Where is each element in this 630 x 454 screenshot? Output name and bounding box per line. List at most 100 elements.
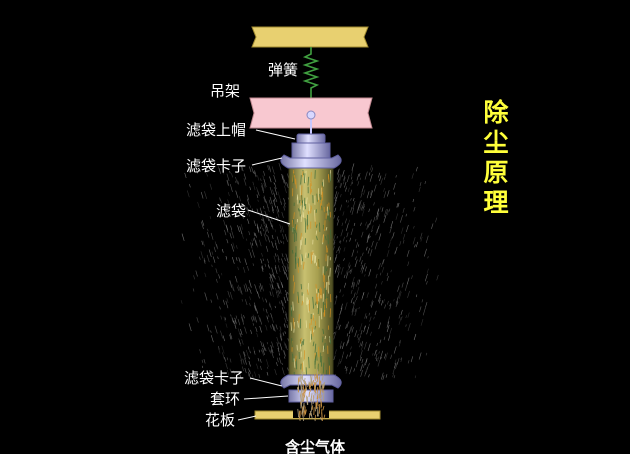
bag-fibre xyxy=(295,358,298,370)
dust-particle xyxy=(235,257,238,261)
leader-bag xyxy=(247,209,291,225)
dust-particle xyxy=(272,273,275,278)
bag-fibre xyxy=(329,308,331,318)
dust-particle xyxy=(230,225,233,231)
dust-particle xyxy=(380,178,383,185)
dust-particle xyxy=(371,225,374,230)
dust-particle xyxy=(339,267,341,271)
dust-particle xyxy=(225,256,227,259)
dust-particle xyxy=(241,232,244,239)
bag-fibre xyxy=(297,320,299,328)
dust-particle xyxy=(268,199,271,205)
dust-particle xyxy=(370,189,373,196)
dust-particle xyxy=(284,265,287,272)
dust-particle xyxy=(266,316,269,320)
gas-particle xyxy=(302,379,305,385)
dust-particle xyxy=(264,225,268,232)
bag-fibre xyxy=(304,252,307,259)
dust-particle xyxy=(278,276,281,283)
dust-particle xyxy=(206,324,210,332)
dust-particle xyxy=(378,233,382,241)
dust-particle xyxy=(378,322,381,330)
dust-particle xyxy=(285,343,288,350)
dust-particle xyxy=(281,253,284,258)
dust-particle xyxy=(252,181,255,186)
dust-particle xyxy=(263,182,266,189)
dust-particle xyxy=(283,296,287,304)
dust-particle xyxy=(380,272,382,276)
dust-particle xyxy=(402,207,405,213)
dust-particle xyxy=(378,224,381,230)
dust-particle xyxy=(400,316,403,321)
dust-particle xyxy=(420,236,423,242)
dust-particle xyxy=(246,238,248,241)
dust-particle xyxy=(361,292,365,301)
dust-particle xyxy=(284,257,286,262)
dust-particle xyxy=(351,249,355,257)
dust-particle xyxy=(277,283,280,288)
dust-particle xyxy=(231,230,235,239)
dust-particle xyxy=(352,197,355,202)
dust-particle xyxy=(257,291,260,299)
dust-particle xyxy=(235,176,238,184)
bag-fibre xyxy=(310,172,312,182)
dust-particle xyxy=(356,333,359,338)
dust-particle xyxy=(369,316,372,322)
dust-particle xyxy=(277,290,280,297)
dust-particle xyxy=(406,277,410,285)
dust-particle xyxy=(435,217,438,223)
dust-particle xyxy=(355,360,359,368)
dust-particle xyxy=(362,203,365,211)
gas-particle xyxy=(317,411,319,417)
dust-particle xyxy=(211,264,213,268)
bag-fibre xyxy=(314,209,316,222)
dust-particle xyxy=(287,367,289,371)
dust-particle xyxy=(342,177,346,185)
dust-particle xyxy=(271,341,274,348)
dust-particle xyxy=(361,292,365,299)
dust-particle xyxy=(193,275,195,280)
dust-particle xyxy=(281,258,284,265)
dust-particles xyxy=(180,163,439,380)
dust-particle xyxy=(345,369,348,374)
gas-particle xyxy=(303,395,305,402)
dust-particle xyxy=(377,356,380,362)
dust-particle xyxy=(370,299,373,307)
dust-particle xyxy=(277,265,281,273)
dust-particle xyxy=(201,240,204,246)
dust-particle xyxy=(381,372,384,380)
dust-particle xyxy=(229,334,232,340)
dust-particle xyxy=(356,296,358,301)
dust-particle xyxy=(350,176,353,180)
dust-particle xyxy=(402,240,405,244)
dust-particle xyxy=(357,337,360,341)
dust-particle xyxy=(201,359,204,363)
dust-particle xyxy=(196,317,199,323)
dust-particle xyxy=(267,165,270,171)
dust-particle xyxy=(237,284,241,293)
bag-fibre xyxy=(305,367,307,376)
dust-particle xyxy=(239,353,243,362)
dust-particle xyxy=(199,349,202,354)
bag-fibre xyxy=(308,203,310,212)
dust-particle xyxy=(361,208,365,217)
bag-fibre xyxy=(317,292,319,302)
gas-particle xyxy=(302,402,305,413)
dust-particle xyxy=(279,333,283,341)
dust-particle xyxy=(229,280,232,288)
dust-particle xyxy=(225,300,229,309)
dust-particle xyxy=(212,256,216,263)
dust-particle xyxy=(256,223,259,229)
dust-particle xyxy=(259,283,263,290)
dust-particle xyxy=(229,280,233,288)
dust-particle xyxy=(265,308,268,314)
dust-particle xyxy=(203,259,206,264)
gas-particle xyxy=(320,417,322,421)
dust-particle xyxy=(373,316,375,320)
dust-particle xyxy=(424,248,427,257)
dust-particle xyxy=(259,358,262,363)
dust-particle xyxy=(424,273,428,282)
dust-particle xyxy=(260,341,263,348)
dust-particle xyxy=(374,310,377,316)
dust-particle xyxy=(257,199,259,202)
